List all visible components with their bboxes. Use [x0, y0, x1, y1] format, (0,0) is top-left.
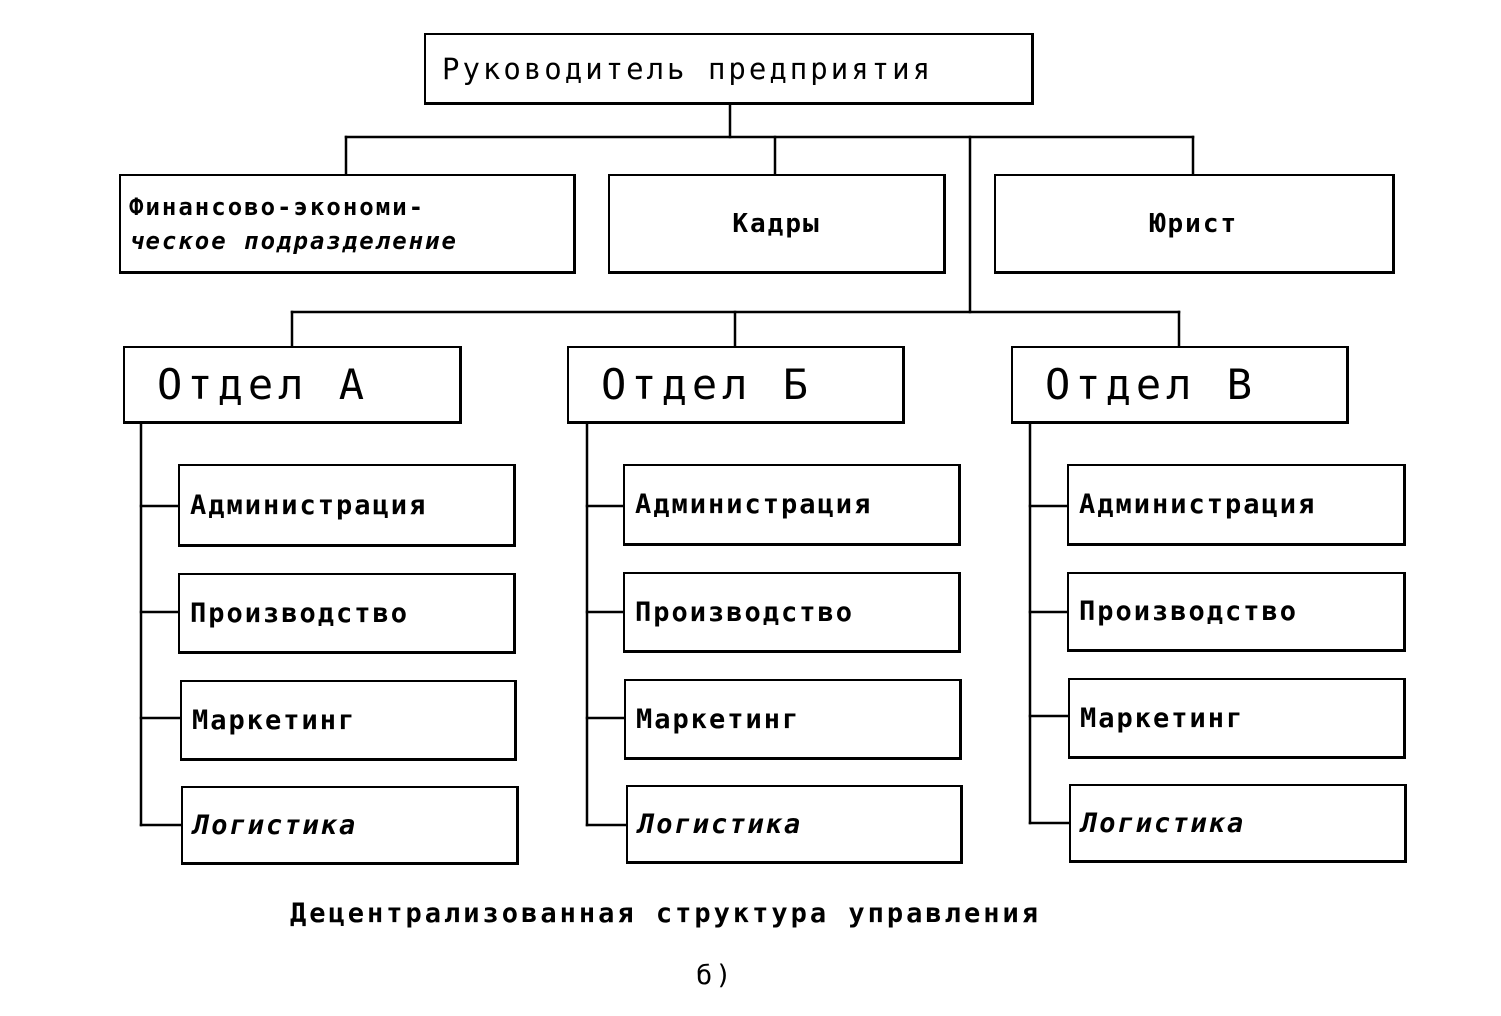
dept-v-unit-logistics: Логистика [1069, 784, 1407, 863]
finance-box: Финансово-экономи- ческое подразделение [119, 174, 576, 274]
dept-b-unit-administration: Администрация [623, 464, 961, 546]
unit-label: Логистика [193, 809, 358, 841]
dept-b-label: Отдел Б [601, 360, 814, 409]
dept-b-unit-logistics: Логистика [626, 785, 963, 864]
dept-a-unit-production: Производство [178, 573, 516, 654]
dept-a-unit-logistics: Логистика [181, 786, 519, 865]
dept-b-unit-production: Производство [623, 572, 961, 653]
unit-label: Администрация [1079, 489, 1317, 520]
unit-label: Производство [190, 597, 410, 629]
diagram-label: б) [696, 960, 735, 991]
diagram-caption: Децентрализованная структура управления [290, 898, 1041, 929]
dept-v-unit-marketing: Маркетинг [1068, 678, 1406, 759]
head-label: Руководитель предприятия [442, 51, 934, 86]
dept-v-unit-production: Производство [1067, 572, 1406, 652]
unit-label: Логистика [1081, 807, 1246, 839]
dept-b-box: Отдел Б [567, 346, 905, 424]
finance-label-line1: Финансово-экономи- [129, 192, 426, 221]
lawyer-box: Юрист [994, 174, 1395, 274]
unit-label: Администрация [190, 489, 428, 521]
dept-b-unit-marketing: Маркетинг [624, 679, 962, 760]
unit-label: Маркетинг [636, 703, 801, 735]
hr-box: Кадры [608, 174, 946, 274]
dept-a-unit-administration: Администрация [178, 464, 516, 547]
dept-v-label: Отдел В [1045, 360, 1258, 409]
finance-label-line2: ческое подразделение [129, 226, 458, 255]
unit-label: Администрация [635, 489, 873, 520]
unit-label: Производство [635, 596, 855, 628]
dept-a-label: Отдел А [157, 360, 370, 409]
head-box: Руководитель предприятия [424, 33, 1034, 105]
unit-label: Маркетинг [1080, 702, 1245, 734]
dept-a-unit-marketing: Маркетинг [180, 680, 517, 761]
hr-label: Кадры [732, 208, 821, 239]
dept-v-box: Отдел В [1011, 346, 1349, 424]
dept-v-unit-administration: Администрация [1067, 464, 1406, 546]
unit-label: Логистика [638, 808, 803, 840]
unit-label: Маркетинг [192, 704, 357, 736]
unit-label: Производство [1079, 596, 1299, 627]
dept-a-box: Отдел А [123, 346, 462, 424]
lawyer-label: Юрист [1149, 208, 1239, 239]
